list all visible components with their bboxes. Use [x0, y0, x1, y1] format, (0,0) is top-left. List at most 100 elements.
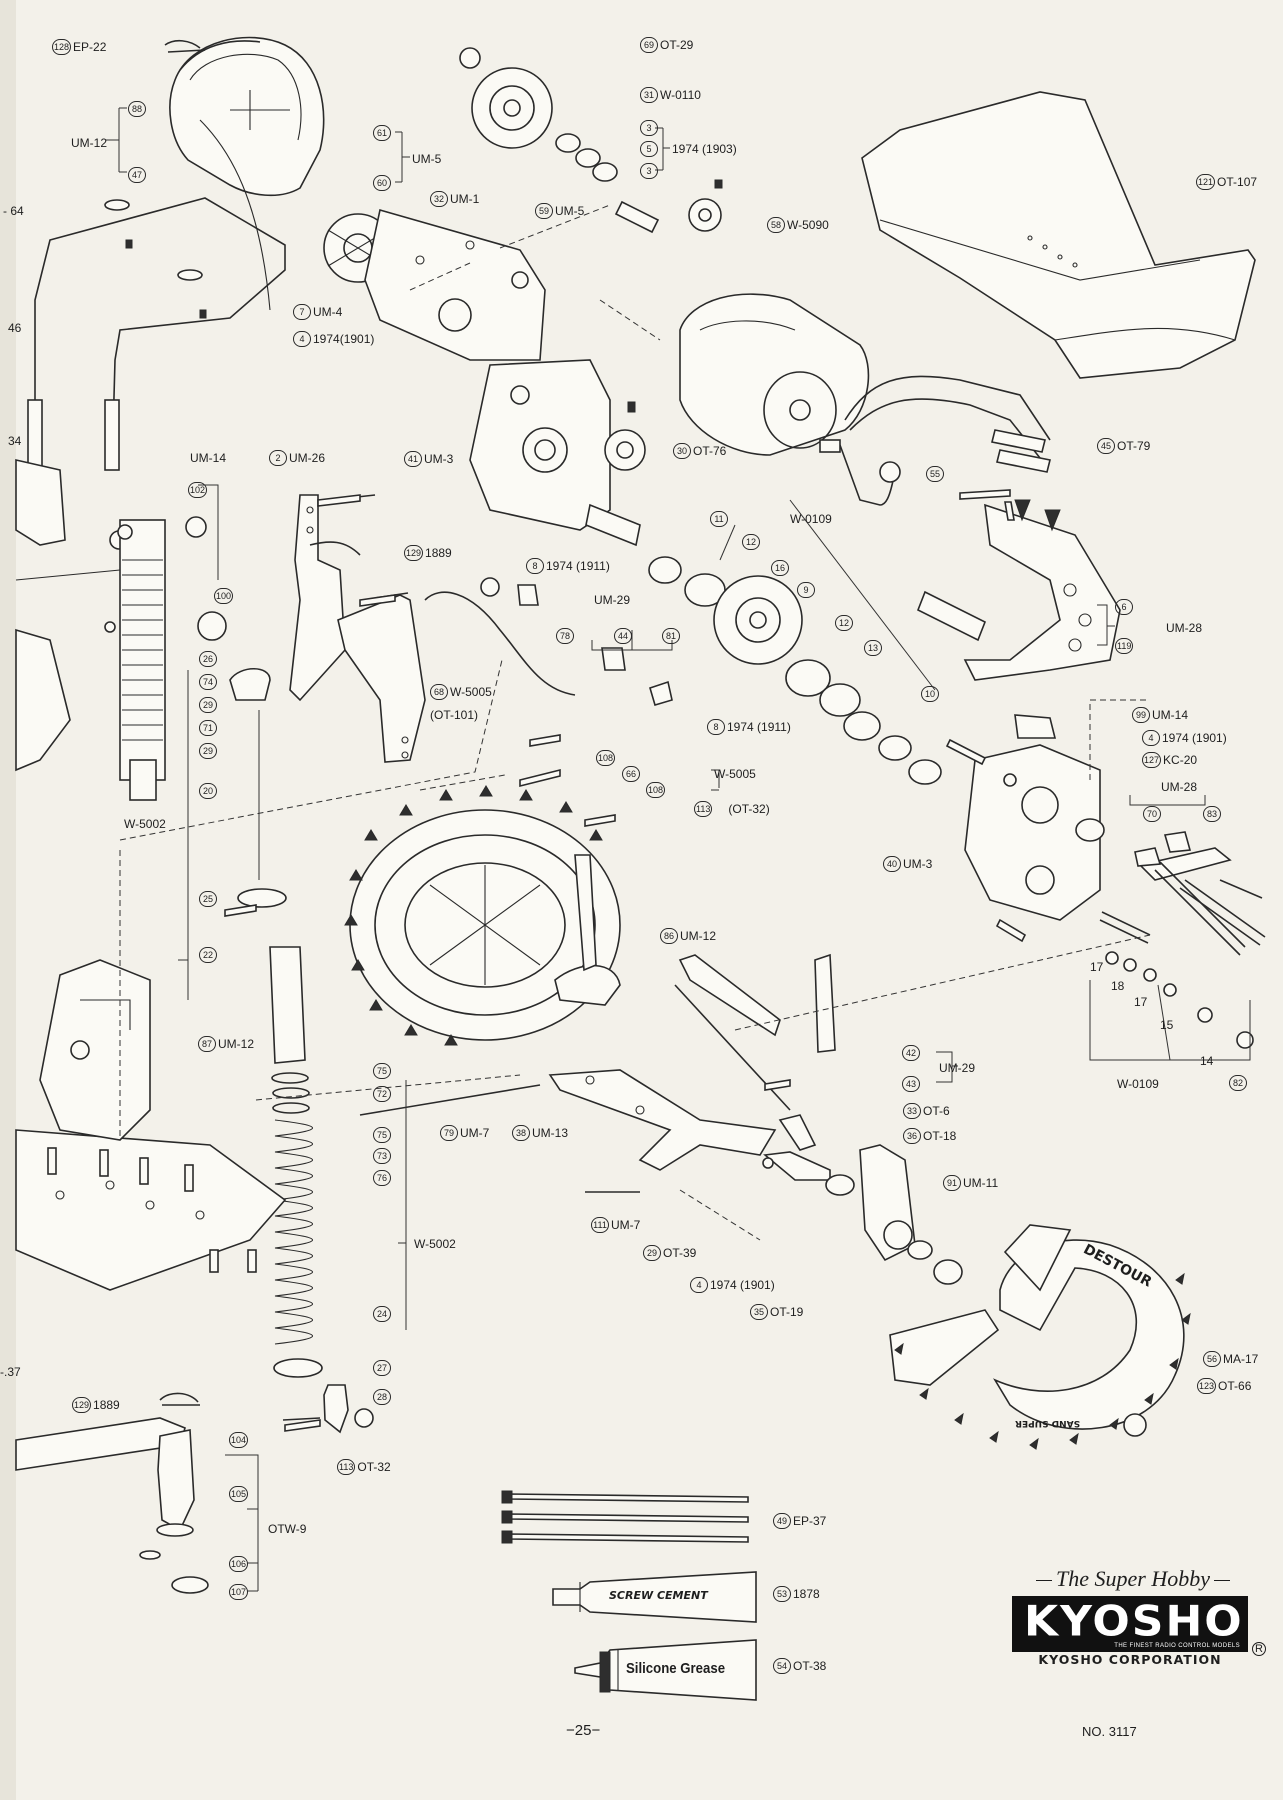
- callout-number: 49: [773, 1513, 791, 1529]
- page-number: −25−: [566, 1722, 601, 1739]
- callout-number: 3: [640, 163, 658, 179]
- fasteners: [104, 489, 1027, 1432]
- callout: 17: [1134, 994, 1147, 1009]
- callout-code: OT-39: [663, 1246, 697, 1260]
- callout-number: 29: [199, 743, 217, 759]
- callout: W-5002: [414, 1236, 456, 1251]
- callout-code: 18: [1111, 978, 1125, 993]
- callout-number: 82: [1229, 1075, 1247, 1091]
- callout: 16: [771, 560, 791, 576]
- callout-number: 7: [293, 304, 311, 320]
- main-chassis-plate: [15, 458, 287, 1291]
- callout-number: 73: [373, 1148, 391, 1164]
- callout: 10: [921, 686, 941, 702]
- callout-number: 47: [128, 167, 146, 183]
- callout: 13: [864, 640, 884, 656]
- callout-number: 31: [640, 87, 658, 103]
- callout: -.37: [0, 1364, 21, 1379]
- callout-number: 102: [188, 482, 208, 498]
- callout: UM-29: [594, 592, 630, 607]
- callout: 78: [556, 628, 576, 644]
- callout-number: 45: [1097, 438, 1115, 454]
- callout-code: 17: [1090, 959, 1104, 974]
- callout-code: - 64: [3, 203, 24, 218]
- callout: 60: [373, 175, 393, 191]
- antiroll-wire: [424, 577, 673, 706]
- callout-code: UM-5: [412, 151, 442, 166]
- callout: 104: [229, 1432, 250, 1448]
- callout-code: 1974 (1903): [672, 142, 737, 156]
- callout: 74: [199, 674, 219, 690]
- logo-brand: KYOSHO: [1024, 1597, 1244, 1646]
- callout-code: UM-28: [1161, 779, 1198, 794]
- callout-number: 100: [214, 588, 234, 604]
- tire-model-text: SAND SUPER: [1015, 1418, 1081, 1428]
- callout-code: OT-32: [357, 1460, 391, 1474]
- callout-code: UM-5: [555, 204, 585, 218]
- front-suspension-arm: [359, 953, 963, 1285]
- registered-mark: R: [1252, 1642, 1266, 1656]
- callout-code: OT-38: [793, 1659, 827, 1673]
- callout: 29: [199, 743, 219, 759]
- callout-code: W-0109: [790, 512, 832, 526]
- callout-number: 8: [707, 719, 725, 735]
- callout-code: UM-14: [1152, 708, 1189, 722]
- callout: 75: [373, 1127, 393, 1143]
- callout: 72: [373, 1086, 393, 1102]
- callout: UM-14: [190, 450, 226, 465]
- callout: OTW-9: [268, 1521, 306, 1536]
- logo-wordmark-box: KYOSHO THE FINEST RADIO CONTROL MODELS: [1012, 1596, 1248, 1652]
- callout-code: UM-7: [611, 1218, 641, 1232]
- callout-number: 81: [662, 628, 680, 644]
- kyosho-logo: The Super Hobby KYOSHO THE FINEST RADIO …: [1008, 1566, 1266, 1668]
- suspension-bracket: [289, 494, 426, 763]
- callout: 28: [373, 1389, 393, 1405]
- callout-number: 25: [199, 891, 217, 907]
- callout-number: 38: [512, 1125, 530, 1141]
- callout-code: UM-12: [680, 929, 717, 943]
- callout-number: 68: [430, 684, 448, 700]
- callout: 42: [902, 1045, 922, 1061]
- callout-code: UM-26: [289, 451, 326, 465]
- callout: 88: [128, 101, 148, 117]
- callout-code: OT-76: [693, 444, 727, 458]
- callout-number: 106: [229, 1556, 249, 1572]
- callout-number: 86: [660, 928, 678, 944]
- callout-code: OT-19: [770, 1305, 804, 1319]
- callout-number: 13: [864, 640, 882, 656]
- rear-wing: [861, 91, 1256, 379]
- callout-number: 12: [742, 534, 760, 550]
- callout-code: UM-29: [594, 592, 631, 607]
- callout-code: (OT-32): [728, 802, 770, 816]
- callout-number: 26: [199, 651, 217, 667]
- callout: 27: [373, 1360, 393, 1376]
- callout-code: UM-14: [190, 450, 227, 465]
- callout: 105: [229, 1486, 250, 1502]
- gearbox-housing-rear: [964, 699, 1266, 1061]
- callout: 20: [199, 783, 219, 799]
- callout-code: 15: [1160, 1017, 1174, 1032]
- callout-number: 87: [198, 1036, 216, 1052]
- callout-number: 4: [293, 331, 311, 347]
- callout-number: 76: [373, 1170, 391, 1186]
- silicone-grease-tube: [574, 1639, 757, 1701]
- callout-number: 127: [1142, 752, 1162, 768]
- callout-number: 113: [694, 801, 713, 817]
